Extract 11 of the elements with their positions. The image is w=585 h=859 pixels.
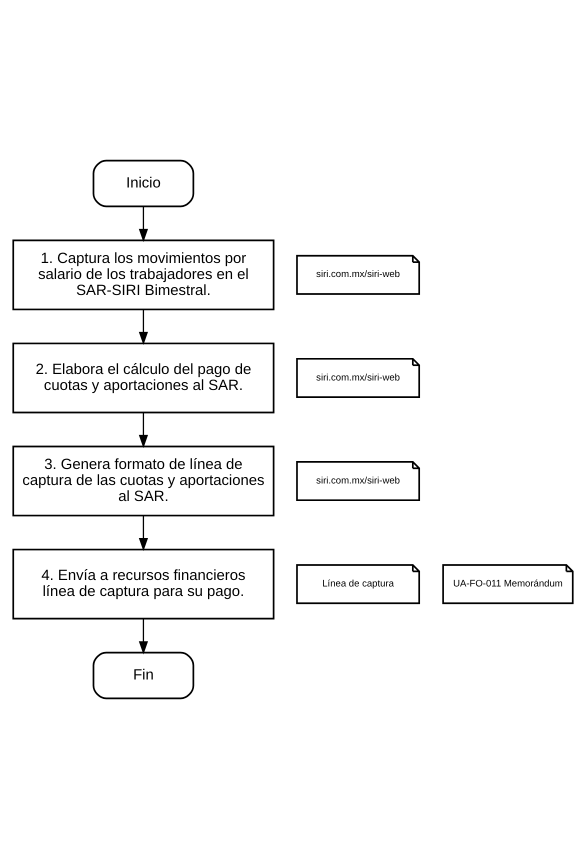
node-box: 3. Genera formato de línea de captura de las cuotas y aportaciones al SAR. (12, 446, 274, 516)
arrow (138, 310, 148, 346)
node-box: 1. Captura los movimientos por salario de los trabajadores en el SAR-SIRI Bimestral. (12, 240, 274, 310)
arrow (138, 206, 148, 242)
arrow (138, 412, 148, 448)
node-box: Inicio (92, 160, 194, 208)
node-box: 2. Elabora el cálculo del pago de cuotas y aportaciones al SAR. (12, 342, 274, 414)
arrow (138, 516, 148, 552)
node-box: 4. Envía a recursos financieros línea de captura para su pago. (12, 548, 274, 620)
node-box: Fin (92, 652, 194, 700)
arrow (138, 618, 148, 654)
